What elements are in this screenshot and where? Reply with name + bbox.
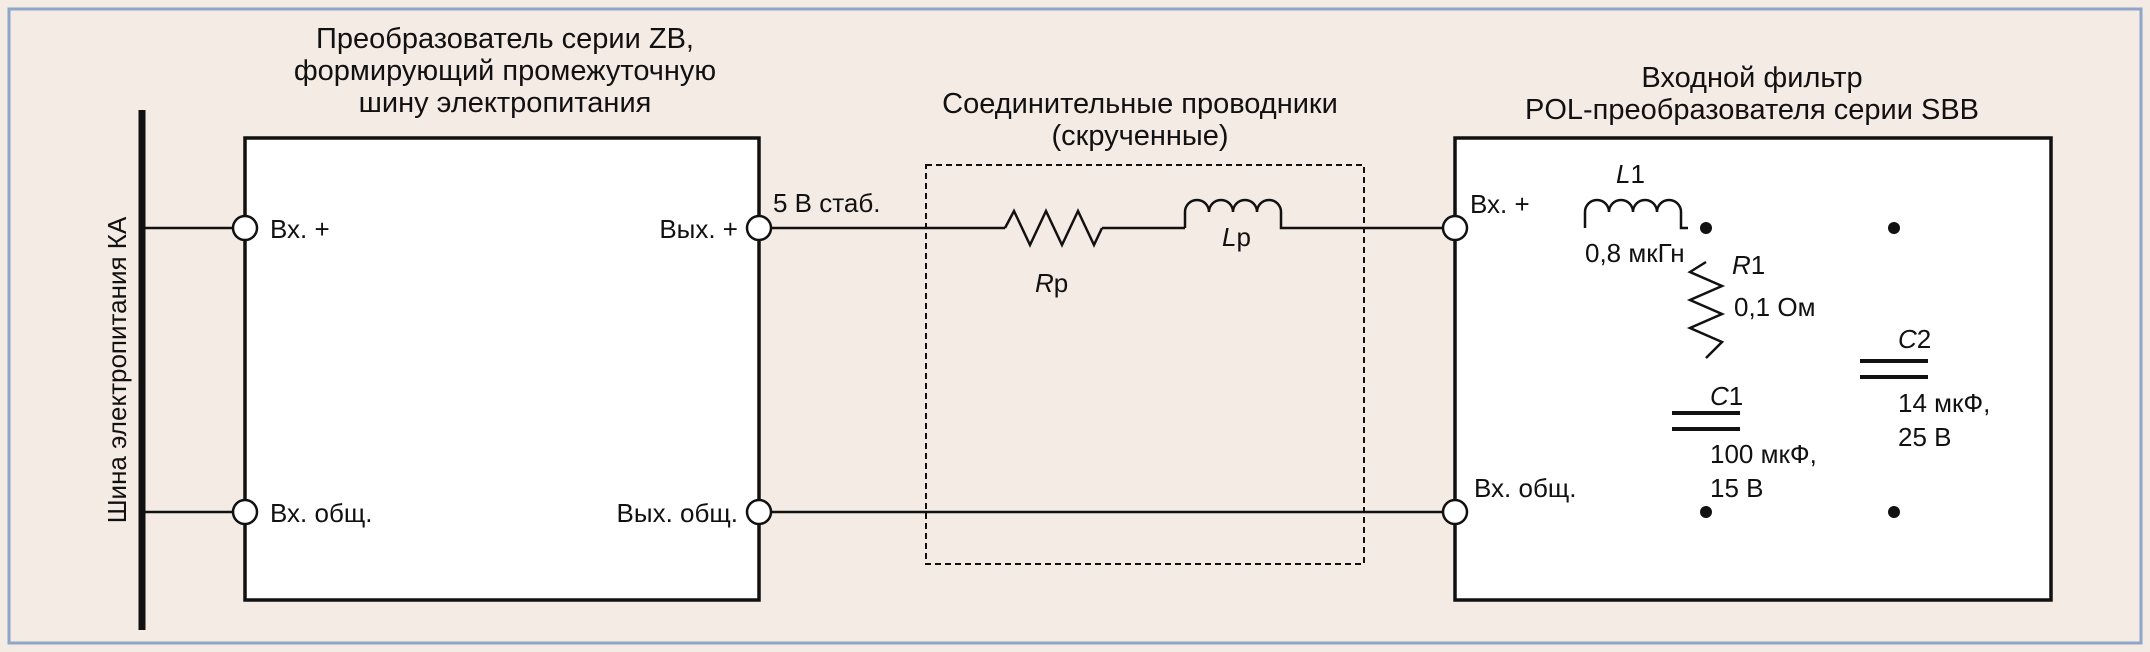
resistor-r1 <box>1686 260 1726 359</box>
terminal-converter-in-plus <box>231 214 259 242</box>
conductors-title-line2: (скрученные) <box>1051 120 1228 152</box>
terminal-filter-in-plus <box>1441 214 1469 242</box>
resistor-r1-value: 0,1 Ом <box>1734 292 1815 322</box>
inductor-l1 <box>1583 198 1688 230</box>
resistor-rp <box>1003 208 1104 248</box>
converter-out-voltage-label: 5 В стаб. <box>773 188 880 218</box>
bus-label: Шина электропитания КА <box>102 216 132 523</box>
filter-title-line2: POL-преобразователя серии SBB <box>1525 94 1979 126</box>
converter-out-plus-label: Вых. + <box>659 214 738 244</box>
filter-in-common-label: Вх. общ. <box>1474 473 1576 503</box>
filter-title-line1: Входной фильтр <box>1641 62 1862 94</box>
capacitor-c1-value-line1: 100 мкФ, <box>1710 439 1817 469</box>
diagram-frame <box>7 7 2143 645</box>
terminal-converter-out-plus <box>745 214 773 242</box>
inductor-lp <box>1183 198 1288 230</box>
converter-out-common-label: Вых. общ. <box>617 498 738 528</box>
pol-filter-box <box>1453 136 2053 602</box>
capacitor-c2-value-line1: 14 мкФ, <box>1898 388 1990 418</box>
resistor-rp-label: Rр <box>1035 268 1068 298</box>
resistor-r1-label: R1 <box>1732 250 1765 280</box>
converter-in-common-label: Вх. общ. <box>270 498 372 528</box>
terminal-filter-in-common <box>1441 498 1469 526</box>
terminal-converter-in-common <box>231 498 259 526</box>
capacitor-c2-label: C2 <box>1898 324 1931 354</box>
converter-in-plus-label: Вх. + <box>270 214 330 244</box>
capacitor-c1-value-line2: 15 В <box>1710 473 1764 503</box>
inductor-l1-label: L1 <box>1616 159 1645 189</box>
inductor-l1-value: 0,8 мкГн <box>1585 238 1685 268</box>
conductors-dashed-box <box>925 164 1365 565</box>
junction-dot <box>1888 222 1900 234</box>
conductors-title-line1: Соединительные проводники <box>942 88 1338 120</box>
junction-dot <box>1700 222 1712 234</box>
filter-in-plus-label: Вх. + <box>1470 189 1530 219</box>
capacitor-c1-label: C1 <box>1710 381 1743 411</box>
converter-title-line2: формирующий промежуточную <box>294 55 716 87</box>
inductor-lp-label: Lр <box>1222 222 1251 252</box>
capacitor-c2-value-line2: 25 В <box>1898 422 1952 452</box>
converter-title-line1: Преобразователь серии ZB, <box>316 23 694 55</box>
junction-dot <box>1888 506 1900 518</box>
junction-dot <box>1700 506 1712 518</box>
converter-title-line3: шину электропитания <box>359 87 652 119</box>
terminal-converter-out-common <box>745 498 773 526</box>
converter-box <box>243 136 761 602</box>
